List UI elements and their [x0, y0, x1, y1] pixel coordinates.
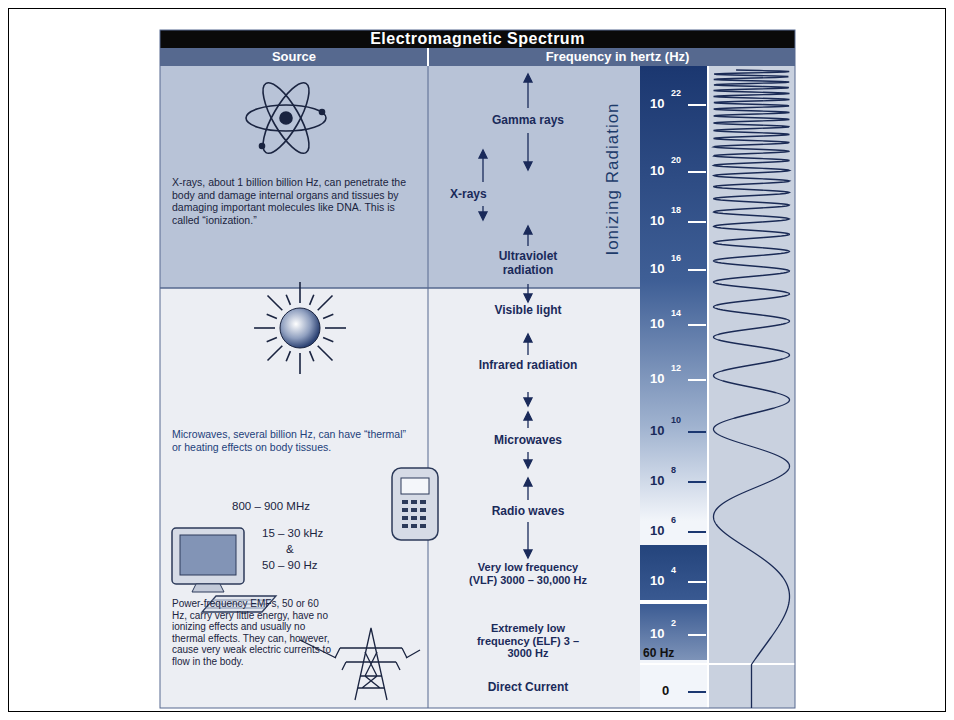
column-header: Source: [160, 49, 428, 65]
wave-column: [708, 66, 795, 708]
scale-base: 10: [650, 316, 674, 331]
region-label: Ionizing Radiation: [602, 74, 624, 284]
band-label: Very low frequency (VLF) 3000 – 30,000 H…: [468, 561, 588, 586]
frequency-label: 15 – 30 kHz: [262, 526, 382, 540]
frequency-label: 800 – 900 MHz: [232, 499, 382, 513]
column-divider: [428, 66, 429, 708]
scale-gap: [640, 600, 708, 604]
non-ionizing-region: [160, 288, 640, 708]
frame: [9, 9, 946, 712]
band-label: Extremely low frequency (ELF) 3 – 3000 H…: [468, 622, 588, 660]
scale-exponent: 20: [671, 155, 689, 165]
scale-base: 10: [650, 573, 674, 588]
scale-base: 10: [650, 523, 674, 538]
scale-column: [640, 660, 708, 708]
scale-base: 10: [650, 371, 674, 386]
band-label: Infrared radiation: [478, 358, 578, 372]
scale-base: 10: [650, 96, 674, 111]
scale-ticks: [688, 432, 706, 692]
scale-exponent: 10: [671, 415, 689, 425]
scale-ticks: [688, 105, 706, 635]
band-label: Gamma rays: [450, 113, 606, 127]
scale-base: 10: [650, 213, 674, 228]
ionizing-region: [160, 66, 640, 288]
atom-icon: [246, 77, 326, 159]
scale-exponent: 6: [671, 515, 689, 525]
frequency-label: &: [286, 542, 316, 556]
header-bar: [160, 48, 795, 66]
scale-label: 60 Hz: [643, 646, 703, 660]
scale-column: [640, 545, 708, 660]
frequency-label: 50 – 90 Hz: [262, 558, 382, 572]
band-label: X-rays: [450, 187, 520, 201]
band-label: Visible light: [488, 303, 568, 317]
wave: [714, 70, 790, 708]
scale-exponent: 4: [671, 565, 689, 575]
scale-exponent: 16: [671, 253, 689, 263]
region-divider: [160, 287, 640, 289]
band-label: Direct Current: [450, 680, 606, 694]
band-label: Microwaves: [450, 433, 606, 447]
note-text: Power-frequency EMFs, 50 or 60 Hz, carry…: [172, 598, 336, 667]
scale-base: 10: [650, 473, 674, 488]
column-divider: [707, 66, 709, 708]
band-label: Radio waves: [450, 504, 606, 518]
band-label: Ultraviolet radiation: [478, 249, 578, 277]
sixty-hz-line: [640, 663, 795, 665]
title-bar: [160, 30, 795, 48]
column-header: Frequency in hertz (Hz): [440, 49, 795, 65]
scale-exponent: 12: [671, 363, 689, 373]
phone-icon: [392, 468, 438, 540]
scale-label: 0: [662, 683, 682, 698]
scale-base: 10: [650, 163, 674, 178]
chart-title: Electromagnetic Spectrum: [160, 30, 795, 48]
scale-base: 10: [650, 626, 674, 641]
note-text: Microwaves, several billion Hz, can have…: [172, 428, 412, 453]
scale-base: 10: [650, 261, 674, 276]
note-text: X-rays, about 1 billion billion Hz, can …: [172, 176, 412, 226]
scale-exponent: 22: [671, 88, 689, 98]
scale-base: 10: [650, 423, 674, 438]
scale-exponent: 14: [671, 308, 689, 318]
scale-exponent: 18: [671, 205, 689, 215]
scale-exponent: 8: [671, 465, 689, 475]
chart-border: [160, 30, 795, 708]
scale-column: [640, 66, 708, 545]
scale-exponent: 2: [671, 618, 689, 628]
sun-icon: [254, 282, 346, 374]
